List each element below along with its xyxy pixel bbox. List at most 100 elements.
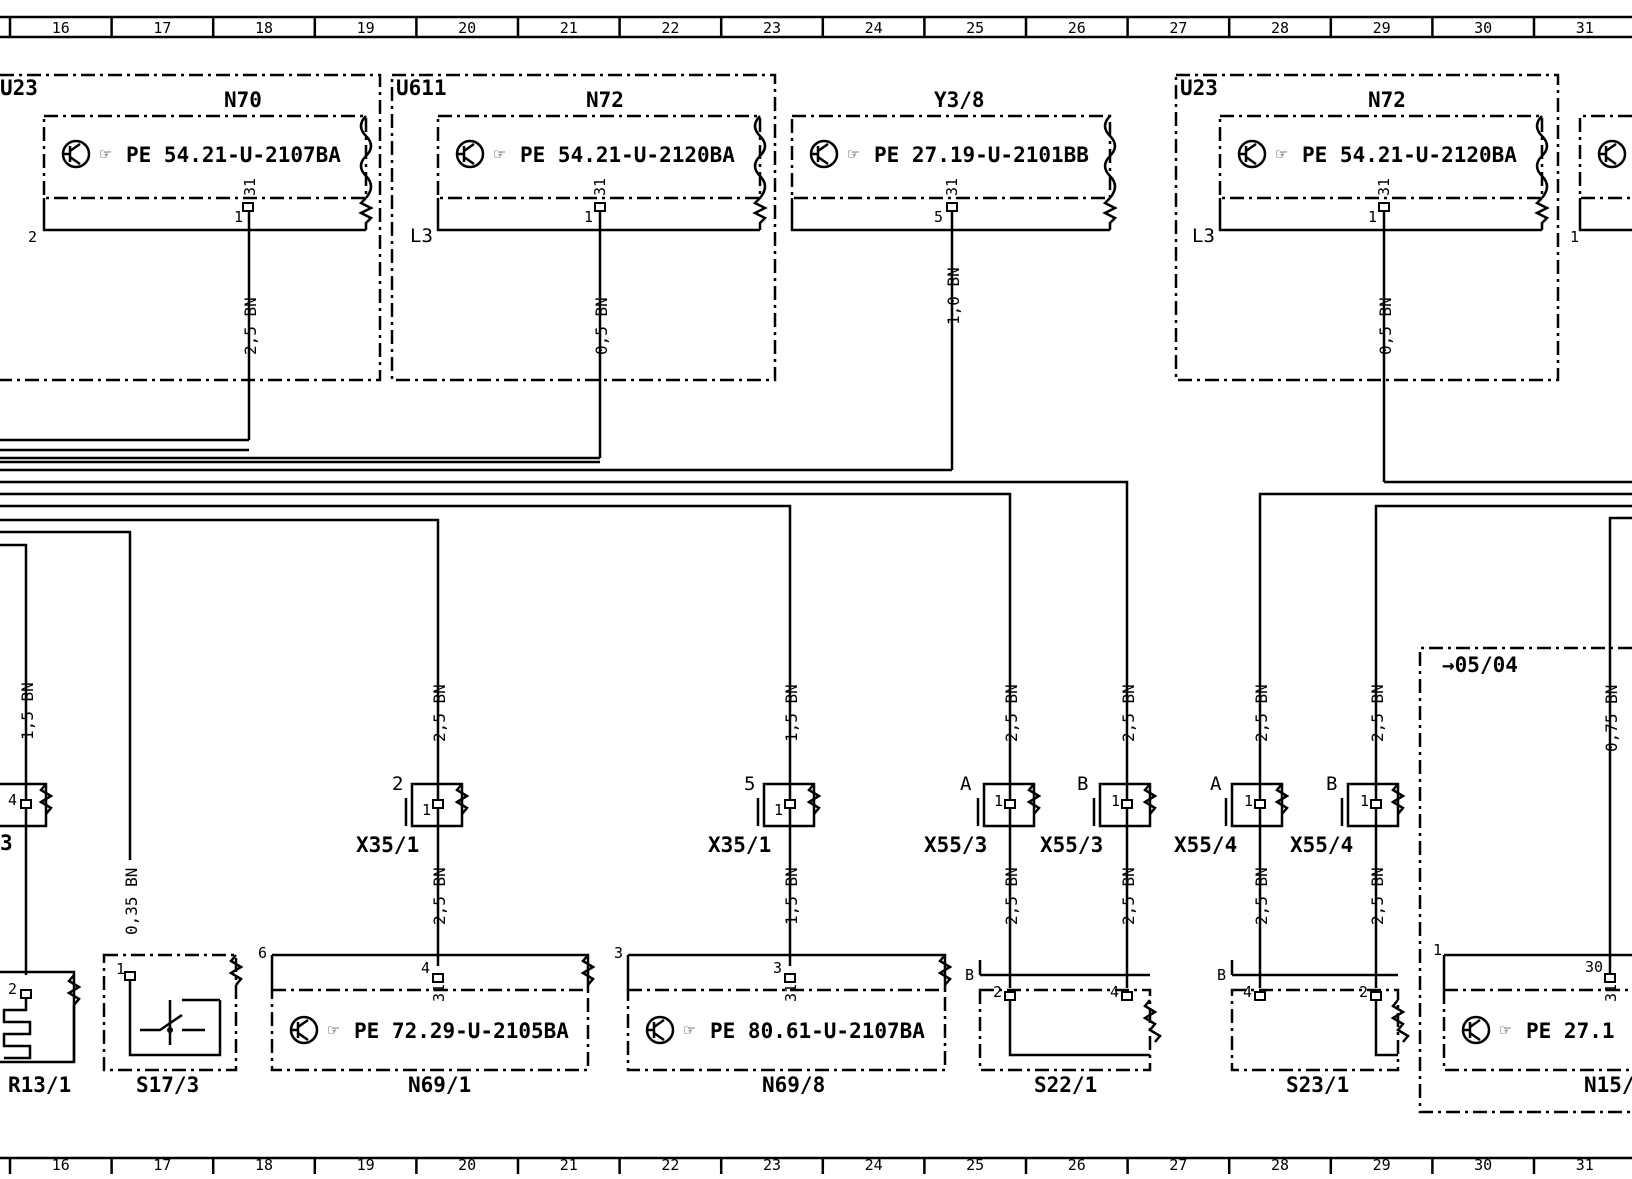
connector-x35-1-b: 1 5 X35/1 (708, 678, 822, 966)
s17-name: S17/3 (136, 1073, 199, 1097)
x351b-name: X35/1 (708, 833, 771, 857)
n72b-pin-top: 31 (1375, 178, 1393, 196)
n72-title: N72 (586, 88, 624, 112)
n72b-title: N72 (1368, 88, 1406, 112)
s221-left-label: B (965, 966, 974, 984)
group-u611-label: U611 (396, 76, 447, 100)
x554a-pos: A (1210, 773, 1222, 795)
group-u23-n72: U23 N72 ☞ PE 54.21-U-2120BA 31 1 L3 0,5 … (1174, 73, 1632, 484)
wire-s17: 0,35 BN (122, 868, 141, 935)
ruler-label: 19 (357, 1156, 375, 1174)
y38-title: Y3/8 (934, 88, 985, 112)
group-u23b-label: U23 (1180, 76, 1218, 100)
hand-pointer-icon: ☞ (100, 144, 111, 165)
n15-pin: 30 (1585, 958, 1603, 976)
ruler-label: 21 (560, 1156, 578, 1174)
n70-wire: 2,5 BN (241, 297, 260, 355)
wire-x554b-bot: 2,5 BN (1368, 867, 1387, 925)
n70-ref: PE 54.21-U-2107BA (126, 143, 341, 167)
x553a-pin: 1 (994, 792, 1003, 810)
n70-pin-bottom: 1 (234, 208, 243, 226)
wire-r13: 1,5 BN (18, 682, 37, 740)
hand-pointer-icon: ☞ (1276, 144, 1287, 165)
y38-pin-bottom: 5 (934, 208, 943, 226)
wire-x351b-bot: 1,5 BN (782, 867, 801, 925)
n698-pin-bottom: 31 (782, 984, 800, 1002)
ruler-label: 17 (153, 19, 171, 37)
ruler-label: 16 (52, 19, 70, 37)
r13-name: R13/1 (8, 1073, 71, 1097)
wire-labels: 1,5 BN 0,35 BN 2,5 BN 2,5 BN 1,5 BN 1,5 … (18, 682, 1621, 935)
n15-date: →05/04 (1442, 653, 1518, 677)
ruler-label: 30 (1474, 19, 1492, 37)
n72-wire: 0,5 BN (592, 297, 611, 355)
ruler-label: 23 (763, 1156, 781, 1174)
wire-x553a-bot: 2,5 BN (1002, 867, 1021, 925)
s231-left-label: B (1217, 966, 1226, 984)
n72b-left-label: L3 (1192, 225, 1215, 247)
ruler-label: 26 (1068, 1156, 1086, 1174)
component-s22-1: B 2 4 S22/1 (965, 960, 1162, 1097)
wire-x554a-top: 2,5 BN (1252, 684, 1271, 742)
module-icon (1237, 139, 1267, 169)
connector-x55-4-b: 1 B X55/4 (1290, 678, 1406, 988)
ruler-label: 31 (1576, 19, 1594, 37)
hand-pointer-icon: ☞ (684, 1020, 695, 1041)
connector-r13: 4 3 (0, 678, 54, 975)
wire-x554a-bot: 2,5 BN (1252, 867, 1271, 925)
wire-x553a-top: 2,5 BN (1002, 684, 1021, 742)
n15-name: N15/ (1584, 1073, 1632, 1097)
module-icon (809, 139, 839, 169)
x554a-name: X55/4 (1174, 833, 1237, 857)
group-u23-label: U23 (0, 76, 38, 100)
n698-left-label: 3 (614, 944, 623, 962)
ruler-label: 18 (255, 1156, 273, 1174)
module-icon (455, 139, 485, 169)
connector-x55-3-b: 1 B X55/3 (1040, 678, 1158, 988)
ruler-label: 27 (1169, 19, 1187, 37)
n70-title: N70 (224, 88, 262, 112)
x553a-name: X55/3 (924, 833, 987, 857)
component-s17-3: 1 S17/3 (102, 953, 244, 1097)
x554b-name: X55/4 (1290, 833, 1353, 857)
x553b-pin: 1 (1111, 792, 1120, 810)
n72-ref: PE 54.21-U-2120BA (520, 143, 735, 167)
ruler-label: 17 (153, 1156, 171, 1174)
n72b-ref: PE 54.21-U-2120BA (1302, 143, 1517, 167)
n15-pin-bottom: 31 (1602, 984, 1620, 1002)
hand-pointer-icon: ☞ (494, 144, 505, 165)
n72-pin-bottom: 1 (584, 208, 593, 226)
n72-left-label: L3 (410, 225, 433, 247)
ruler-label: 24 (865, 19, 883, 37)
ruler-label: 18 (255, 19, 273, 37)
x351b-pos: 5 (744, 773, 755, 795)
n72-pin-top: 31 (591, 178, 609, 196)
n691-pin: 4 (421, 959, 430, 977)
r13-connector-pin: 4 (8, 791, 17, 809)
group-y3-8: Y3/8 ☞ PE 27.19-U-2101BB 31 5 1,0 BN (0, 88, 1118, 472)
n691-ref: PE 72.29-U-2105BA (354, 1019, 569, 1043)
group-u611-n72: U611 N72 ☞ PE 54.21-U-2120BA 31 1 L3 0,5… (0, 73, 777, 460)
n698-ref: PE 80.61-U-2107BA (710, 1019, 925, 1043)
component-n15: →05/04 1 30 31 ☞ PE 27.1 N15/ (1418, 646, 1632, 1114)
ruler-label: 24 (865, 1156, 883, 1174)
ruler-label: 21 (560, 19, 578, 37)
ruler-label: 23 (763, 19, 781, 37)
x553b-name: X55/3 (1040, 833, 1103, 857)
y38-wire: 1,0 BN (944, 267, 963, 325)
y38-ref: PE 27.19-U-2101BB (874, 143, 1089, 167)
hand-pointer-icon: ☞ (848, 144, 859, 165)
x351a-pos: 2 (392, 773, 403, 795)
connector-x35-1-a: 1 2 X35/1 (356, 678, 470, 966)
n15-left-label: 1 (1433, 941, 1442, 959)
component-s23-1: B 4 2 S23/1 (1217, 960, 1410, 1097)
ruler-label: 29 (1373, 19, 1391, 37)
n70-left-label: 2 (28, 228, 37, 246)
n698-name: N69/8 (762, 1073, 825, 1097)
n70-pin-top: 31 (241, 178, 259, 196)
x553b-pos: B (1077, 773, 1088, 795)
x554b-pin: 1 (1360, 792, 1369, 810)
